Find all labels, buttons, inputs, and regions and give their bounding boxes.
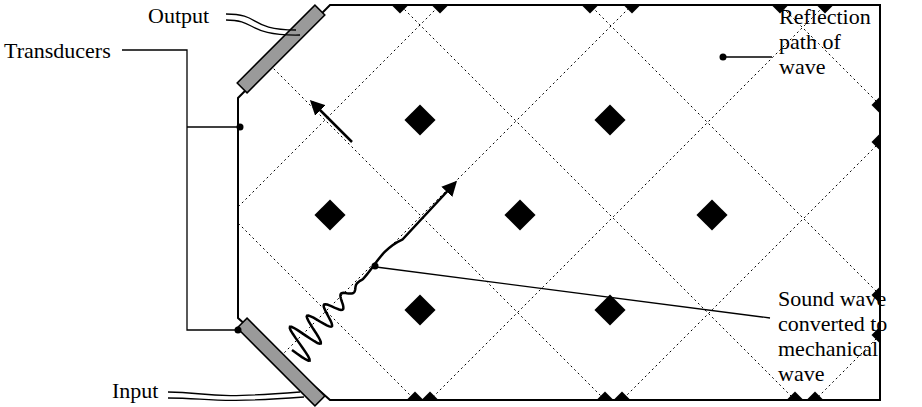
edge-reflector bbox=[432, 0, 449, 13]
reflector-diamonds bbox=[314, 104, 727, 325]
edge-reflector bbox=[37, 392, 54, 407]
callout-label: Sound wave converted to mechanical wave bbox=[778, 286, 918, 386]
reflection-path bbox=[150, 135, 922, 407]
edge-reflector bbox=[392, 0, 409, 13]
leader-dots bbox=[235, 54, 727, 334]
part-label: Input bbox=[112, 378, 158, 403]
reflection-grid bbox=[12, 0, 922, 407]
callout-label: Reflection path of wave bbox=[779, 4, 871, 79]
sound-wave bbox=[290, 183, 455, 361]
reflection-path bbox=[150, 0, 922, 295]
reflection-path bbox=[150, 0, 922, 175]
input-transducer bbox=[237, 318, 325, 406]
reflection-path bbox=[150, 0, 922, 407]
output-arrow bbox=[312, 102, 352, 142]
edge-reflector bbox=[582, 0, 599, 13]
reflection-path bbox=[150, 0, 922, 407]
reflection-path bbox=[150, 0, 922, 407]
reflection-path bbox=[150, 0, 922, 407]
reflection-path bbox=[150, 0, 922, 407]
part-label: Output bbox=[148, 3, 209, 28]
edge-reflector bbox=[12, 0, 29, 13]
leader-lines bbox=[122, 14, 772, 400]
edge-reflector bbox=[624, 0, 641, 13]
edge-reflector bbox=[229, 392, 246, 407]
reflection-path bbox=[150, 0, 922, 407]
part-label: Transducers bbox=[4, 38, 111, 63]
